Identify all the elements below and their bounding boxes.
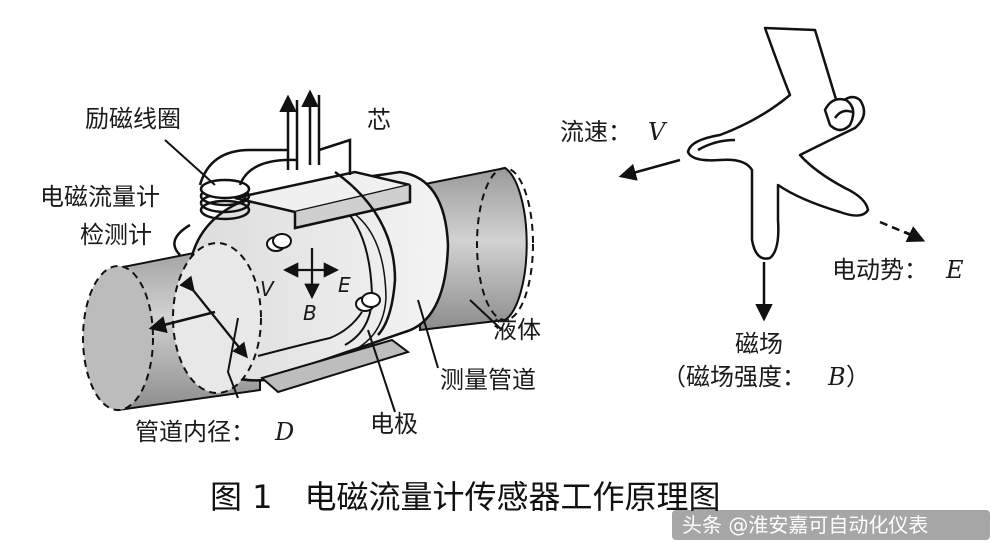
vbe-axes <box>282 248 340 300</box>
label-excitation-coil: 励磁线圈 <box>85 105 181 133</box>
emf-arrow-head <box>904 226 926 242</box>
electrode-top <box>266 233 292 252</box>
leader-lines <box>164 139 503 413</box>
figure-caption: 图 1 电磁流量计传感器工作原理图 <box>210 478 721 516</box>
label-pipe-diameter: 管道内径： <box>135 418 255 446</box>
watermark-text: 头条 @淮安嘉可自动化仪表 <box>682 513 928 537</box>
label-e-small: E <box>338 273 351 297</box>
pipe-cross-section <box>172 242 262 394</box>
base-plate <box>259 338 411 394</box>
label-emf: 电动势： <box>832 256 928 284</box>
hand-rule-illustration <box>686 26 870 260</box>
label-magnetic-field-close: ） <box>846 363 870 391</box>
electrode-bottom <box>355 292 381 312</box>
label-electrode: 电极 <box>370 410 418 438</box>
label-emf-symbol: E <box>945 256 964 284</box>
pipe-right <box>419 166 528 332</box>
label-flow-velocity-symbol: V <box>648 118 668 146</box>
label-measuring-pipe: 测量管道 <box>440 366 536 394</box>
label-flowmeter-line1: 电磁流量计 <box>40 183 160 211</box>
pipe-left-end <box>82 265 154 411</box>
emf-arrow <box>879 220 919 240</box>
pipe-right-end <box>476 167 534 321</box>
label-magnetic-field-strength: （磁场强度： <box>662 363 806 391</box>
label-magnetic-field: 磁场 <box>735 330 783 358</box>
label-liquid: 液体 <box>493 316 541 344</box>
flowmeter-illustration <box>82 89 534 413</box>
diameter-arrow <box>179 275 248 359</box>
label-v-small: V <box>260 277 275 301</box>
label-b-small: B <box>303 301 317 325</box>
hand-palm <box>686 26 870 260</box>
label-flowmeter-line2: 检测计 <box>80 221 152 249</box>
watermark: 头条 @淮安嘉可自动化仪表 <box>672 510 990 540</box>
label-flow-velocity: 流速： <box>560 118 632 146</box>
velocity-arrow <box>618 158 681 181</box>
label-core: 芯 <box>367 106 391 134</box>
label-pipe-diameter-symbol: D <box>274 418 294 446</box>
label-magnetic-field-symbol: B <box>827 363 846 391</box>
